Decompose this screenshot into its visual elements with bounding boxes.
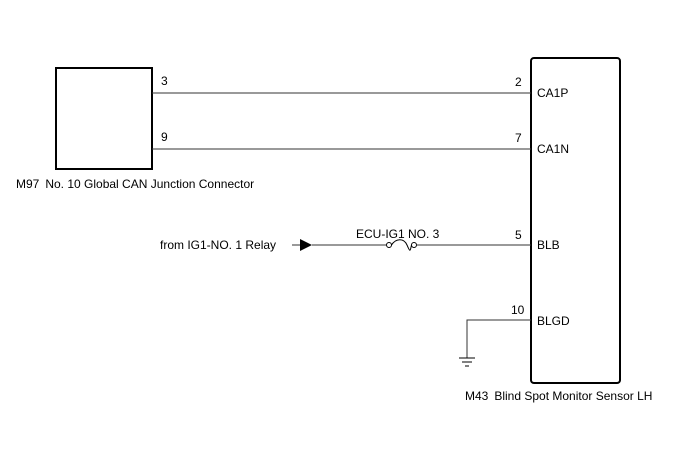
pin-9-label: 9 <box>161 130 168 144</box>
terminal-blgd: BLGD <box>537 314 570 328</box>
fuse-label: ECU-IG1 NO. 3 <box>356 227 440 241</box>
fuse-icon <box>391 239 412 251</box>
pin-7-label: 7 <box>515 131 522 145</box>
m43-component-box <box>530 57 621 384</box>
pin-10-label: 10 <box>511 303 525 317</box>
fuse-terminal-right <box>411 242 417 248</box>
m97-connector-box <box>55 67 153 170</box>
terminal-ca1p: CA1P <box>537 86 568 100</box>
pin-5-label: 5 <box>515 228 522 242</box>
fuse-terminal-left <box>386 242 392 248</box>
pin-2-label: 2 <box>515 75 522 89</box>
arrow-right-icon <box>300 239 312 251</box>
wire-blgd <box>466 319 531 358</box>
terminal-blb: BLB <box>537 238 560 252</box>
pin-3-label: 3 <box>161 74 168 88</box>
terminal-ca1n: CA1N <box>537 142 569 156</box>
power-source-label: from IG1-NO. 1 Relay <box>160 238 276 252</box>
ground-icon <box>459 357 475 367</box>
